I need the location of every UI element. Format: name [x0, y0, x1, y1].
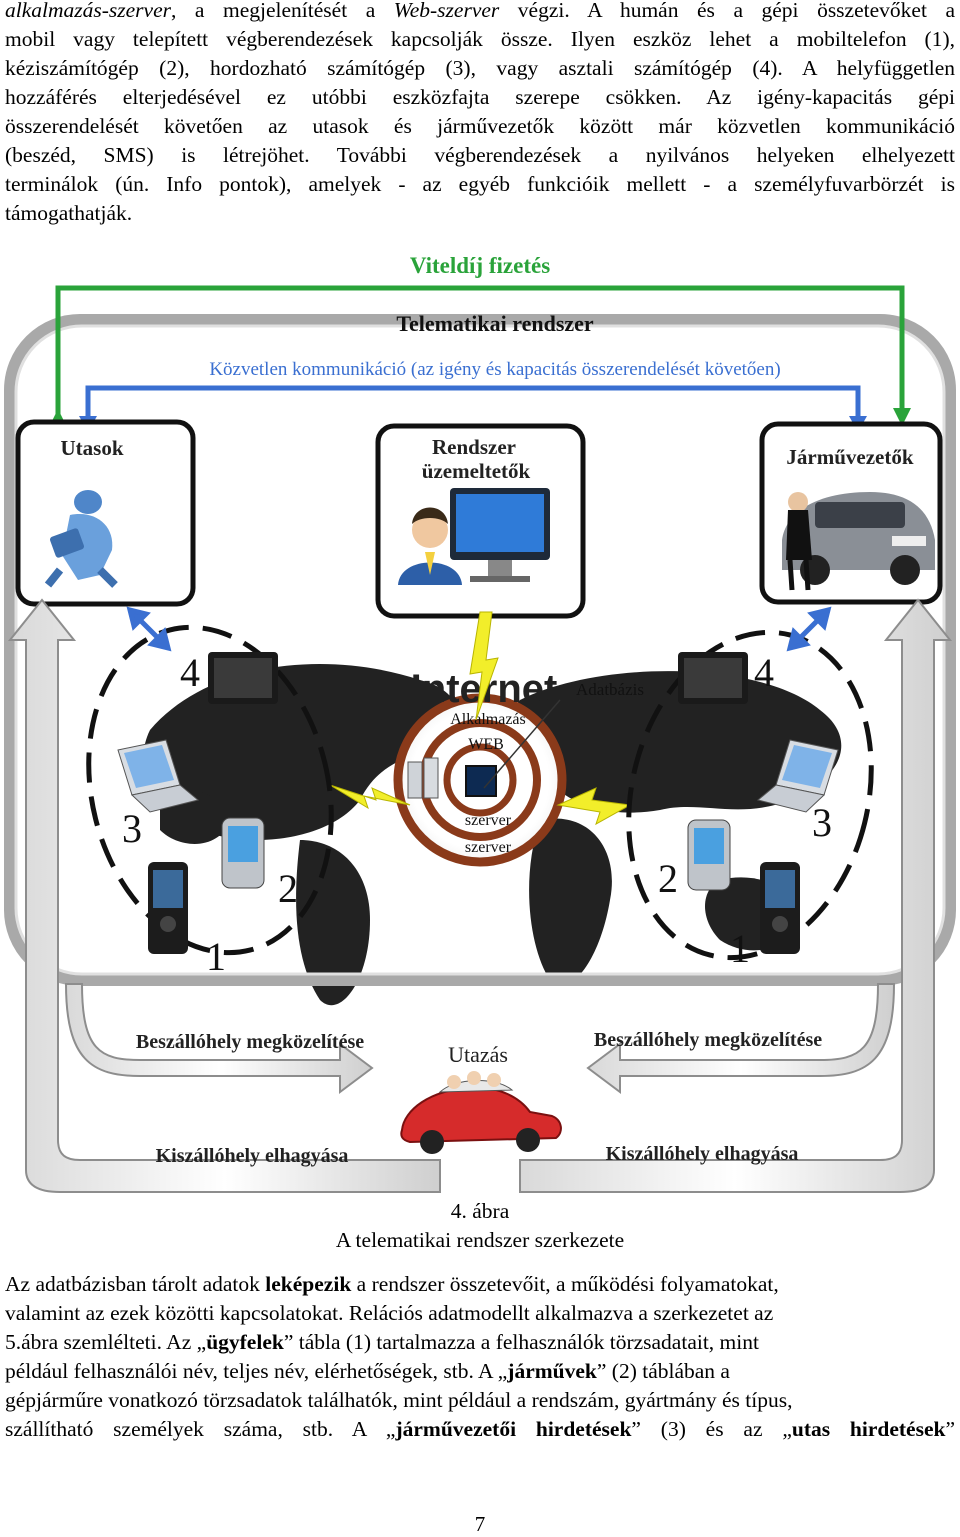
operator-at-computer-icon [398, 488, 550, 585]
internet-hub [393, 693, 567, 867]
device-number-3-right: 3 [812, 800, 832, 845]
system-title: Telematikai rendszer [396, 311, 594, 336]
left-device-group [86, 624, 334, 956]
fare-label: Viteldíj fizetés [410, 253, 550, 278]
pda-icon-left [221, 817, 265, 889]
body-line-3: 5.ábra szemlélteti. Az „ügyfelek” tábla … [5, 1330, 759, 1354]
device-number-2-left: 2 [278, 866, 298, 911]
mobile-phone-icon-right [760, 862, 800, 954]
body-line-6: szállítható személyek száma, stb. A „jár… [5, 1417, 956, 1441]
figure-number: 4. ábra [450, 1199, 510, 1223]
device-number-1-left: 1 [206, 934, 226, 979]
figure-caption: A telematikai rendszer szerkezete [335, 1228, 625, 1252]
app-server-label-2: szerver [465, 812, 512, 829]
intro-paragraph: alkalmazás-szerver, a megjelenítését a W… [5, 0, 955, 228]
lightning-bolts [329, 611, 632, 826]
operators-box: Rendszer üzemeltetők [375, 423, 586, 619]
mobile-phone-icon-left [148, 862, 188, 954]
passengers-label: Utasok [60, 436, 123, 460]
leave-label-right: Kiszállóhely elhagyása [606, 1143, 799, 1165]
direct-comm-arrow [85, 385, 861, 418]
intro-line-7: terminálok (ún. Info pontok), amelyek - … [5, 172, 955, 196]
body-paragraph: Az adatbázisban tárolt adatok leképezik … [5, 1270, 955, 1444]
link-arrows [126, 606, 832, 652]
leave-label-left: Kiszállóhely elhagyása [156, 1145, 349, 1167]
drivers-label: Járművezetők [786, 445, 913, 469]
web-server-label-1: WEB [468, 736, 504, 753]
trip-label: Utazás [448, 1042, 508, 1067]
intro-line-1: alkalmazás-szerver, a megjelenítését a W… [5, 0, 955, 22]
page-number: 7 [474, 1512, 486, 1536]
passengers-box: Utasok [15, 419, 196, 607]
body-line-2: valamint az ezek közötti kapcsolatokat. … [5, 1301, 774, 1325]
web-server-label-2: szerver [465, 839, 512, 856]
passenger-figure-icon [44, 490, 118, 588]
world-map [143, 664, 842, 1006]
red-car-icon [400, 1071, 562, 1154]
right-device-group [626, 629, 874, 961]
body-line-5: gépjárműre vonatkozó törzsadatok találha… [5, 1388, 793, 1412]
pda-icon-right [687, 819, 731, 891]
intro-line-3: kéziszámítógép (2), hordozható számítógé… [5, 56, 955, 80]
server-icon [407, 757, 439, 799]
driver-with-suv-icon [782, 492, 935, 591]
telematics-diagram: Viteldíj fizetés Telematikai rendszer Kö… [4, 253, 956, 1193]
journey-cycle-arrows [7, 598, 953, 1193]
device-number-1-right: 1 [730, 926, 750, 971]
operators-label-2: üzemeltetők [422, 459, 531, 483]
direct-comm-label: Közvetlen kommunikáció (az igény és kapa… [209, 359, 780, 380]
drivers-box: Járművezetők [759, 421, 943, 605]
desktop-computer-icon-right [668, 652, 758, 724]
database-label: Adatbázis [576, 680, 644, 699]
device-number-3-left: 3 [122, 806, 142, 851]
device-number-4-right: 4 [754, 650, 774, 695]
app-server-label-1: Alkalmazás [450, 711, 526, 728]
intro-line-8: támogathatják. [5, 201, 133, 225]
device-number-2-right: 2 [658, 856, 678, 901]
intro-line-6: (beszéd, SMS) is létrejöhet. További vég… [5, 143, 955, 167]
approach-label-left: Beszállóhely megközelítése [136, 1031, 364, 1053]
device-number-4-left: 4 [180, 650, 200, 695]
laptop-icon-right [756, 739, 839, 813]
system-frame [4, 314, 956, 986]
body-line-1: Az adatbázisban tárolt adatok leképezik … [5, 1272, 779, 1296]
operators-label-1: Rendszer [432, 435, 516, 459]
intro-line-2: mobil vagy telepített végberendezések ka… [5, 27, 955, 51]
desktop-computer-icon-left [198, 652, 288, 724]
intro-line-4: hozzáférés elterjedésével ez utóbbi eszk… [5, 85, 955, 109]
body-line-4: például felhasználói név, teljes név, el… [5, 1359, 730, 1383]
intro-line-5: összerendelését követően az utasok és já… [5, 114, 955, 138]
fare-arrow [55, 285, 905, 425]
laptop-icon-left [117, 739, 200, 813]
approach-label-right: Beszállóhely megközelítése [594, 1029, 822, 1051]
